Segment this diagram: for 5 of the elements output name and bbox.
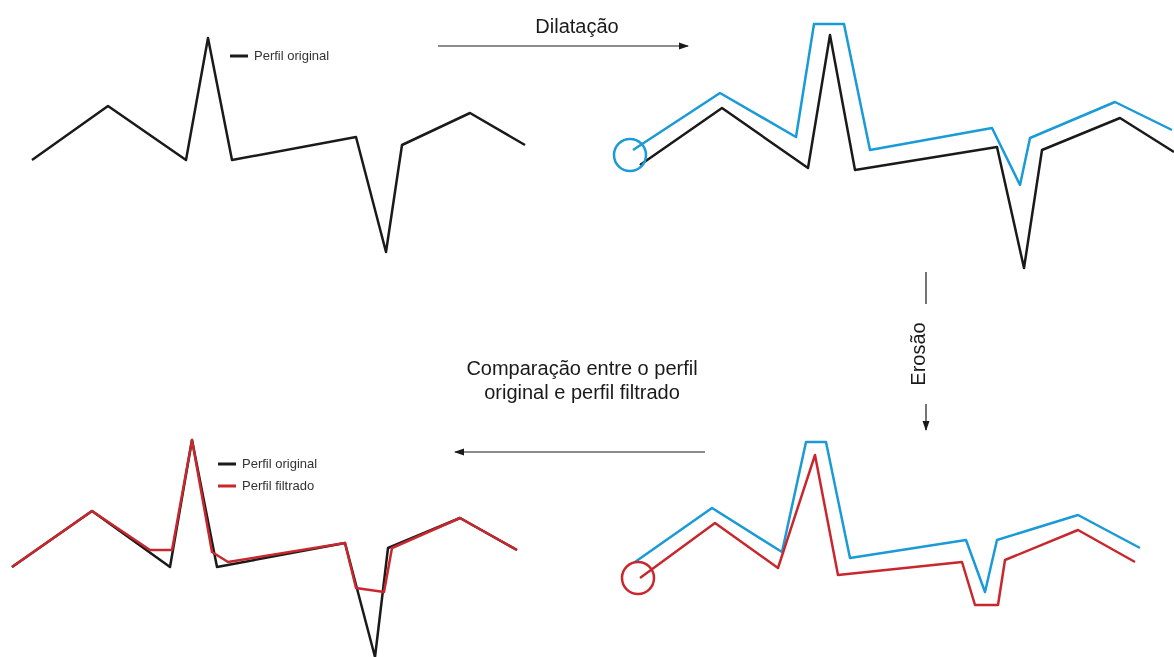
arrow [437,42,689,50]
legend-label: Perfil original [254,48,330,63]
legend-label: Perfil filtrado [242,478,315,493]
legend-label: Perfil original [242,456,318,471]
arrow [454,448,706,456]
